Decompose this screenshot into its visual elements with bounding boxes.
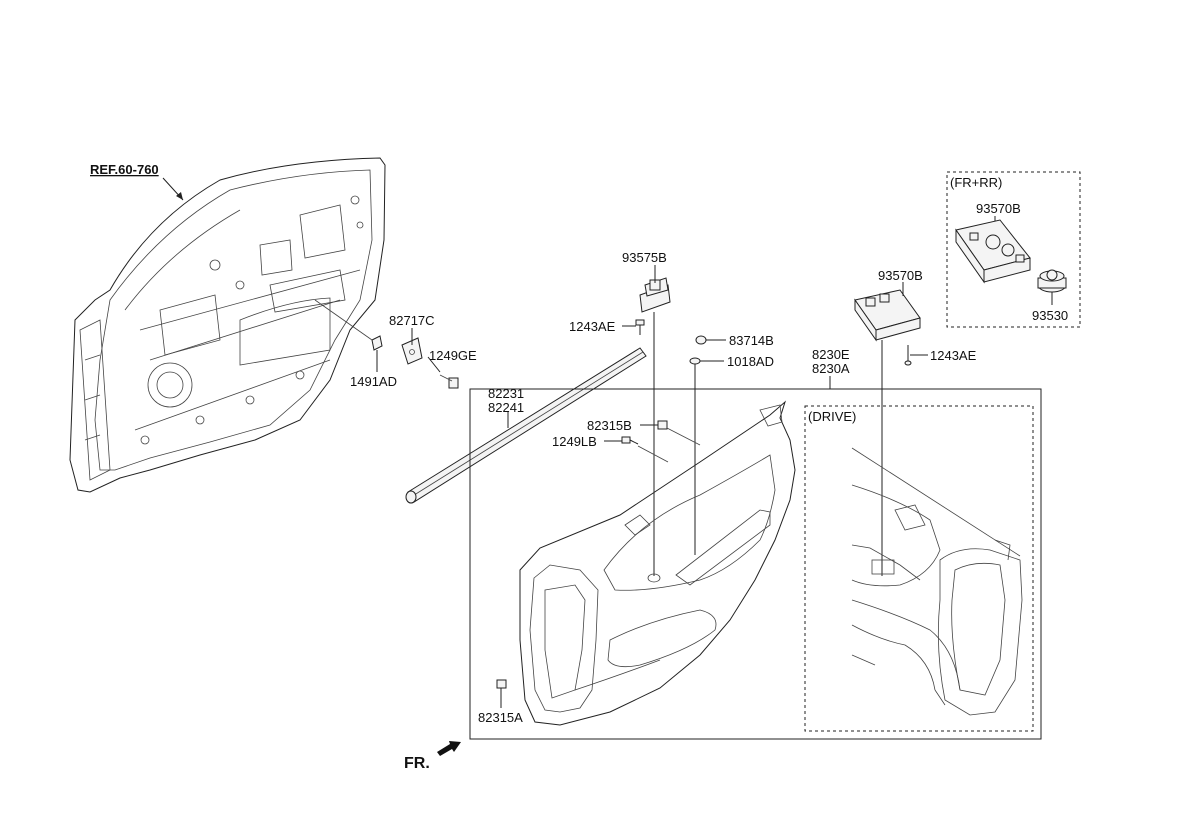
clip-82315a [496,679,507,689]
main-panel-box [469,388,1042,740]
fr-arrow [437,741,461,756]
label-1243AE-right[interactable]: 1243AE [930,348,977,363]
door-trim-panel [519,400,796,726]
screw-1243ae-left [635,319,645,335]
switch-93570b-part [854,289,921,342]
fr-label[interactable]: FR. [404,755,430,772]
label-1249GE[interactable]: 1249GE [429,348,477,363]
drive-box [804,405,1034,732]
drive-box-title: (DRIVE) [808,409,856,424]
label-82315B[interactable]: 82315B [587,418,632,433]
label-83714B[interactable]: 83714B [729,333,774,348]
door-frame [69,157,386,493]
leader-1249GE [427,356,441,373]
drive-panel-detail [851,447,1023,716]
label-1249LB[interactable]: 1249LB [552,434,597,449]
label-93530[interactable]: 93530 [1032,308,1068,323]
clip-82315b [657,420,668,430]
leader-82315B-to-panel [666,427,701,446]
hinge-bracket-part [371,335,459,389]
label-93570B-main[interactable]: 93570B [878,268,923,283]
fr-rr-box-title: (FR+RR) [950,175,1002,190]
leader-bracket-to-door [314,299,373,341]
fr-rr-box [946,171,1081,328]
label-1018AD[interactable]: 1018AD [727,354,774,369]
label-1491AD[interactable]: 1491AD [350,374,397,389]
clip-83714b [695,335,707,345]
label-82717C[interactable]: 82717C [389,313,435,328]
screw-1243ae-right [904,345,912,366]
switch-93570b-box-part [955,219,1031,284]
ref-arrowhead [176,192,183,200]
label-1243AE-left[interactable]: 1243AE [569,319,616,334]
label-82241[interactable]: 82241 [488,400,524,415]
screw-1018ad [689,357,701,374]
label-93575B[interactable]: 93575B [622,250,667,265]
label-8230E[interactable]: 8230E [812,347,850,362]
leader-1249LB-to-panel [637,445,669,463]
ref-label[interactable]: REF.60-760 [90,162,159,177]
label-82231[interactable]: 82231 [488,386,524,401]
switch-93575b-part [639,277,671,313]
label-8230A[interactable]: 8230A [812,361,850,376]
label-93570B-box[interactable]: 93570B [976,201,1021,216]
weatherstrip-part [405,347,647,504]
screw-1249lb [621,436,639,445]
label-82315A[interactable]: 82315A [478,710,523,725]
switch-93530-part [1037,269,1067,293]
